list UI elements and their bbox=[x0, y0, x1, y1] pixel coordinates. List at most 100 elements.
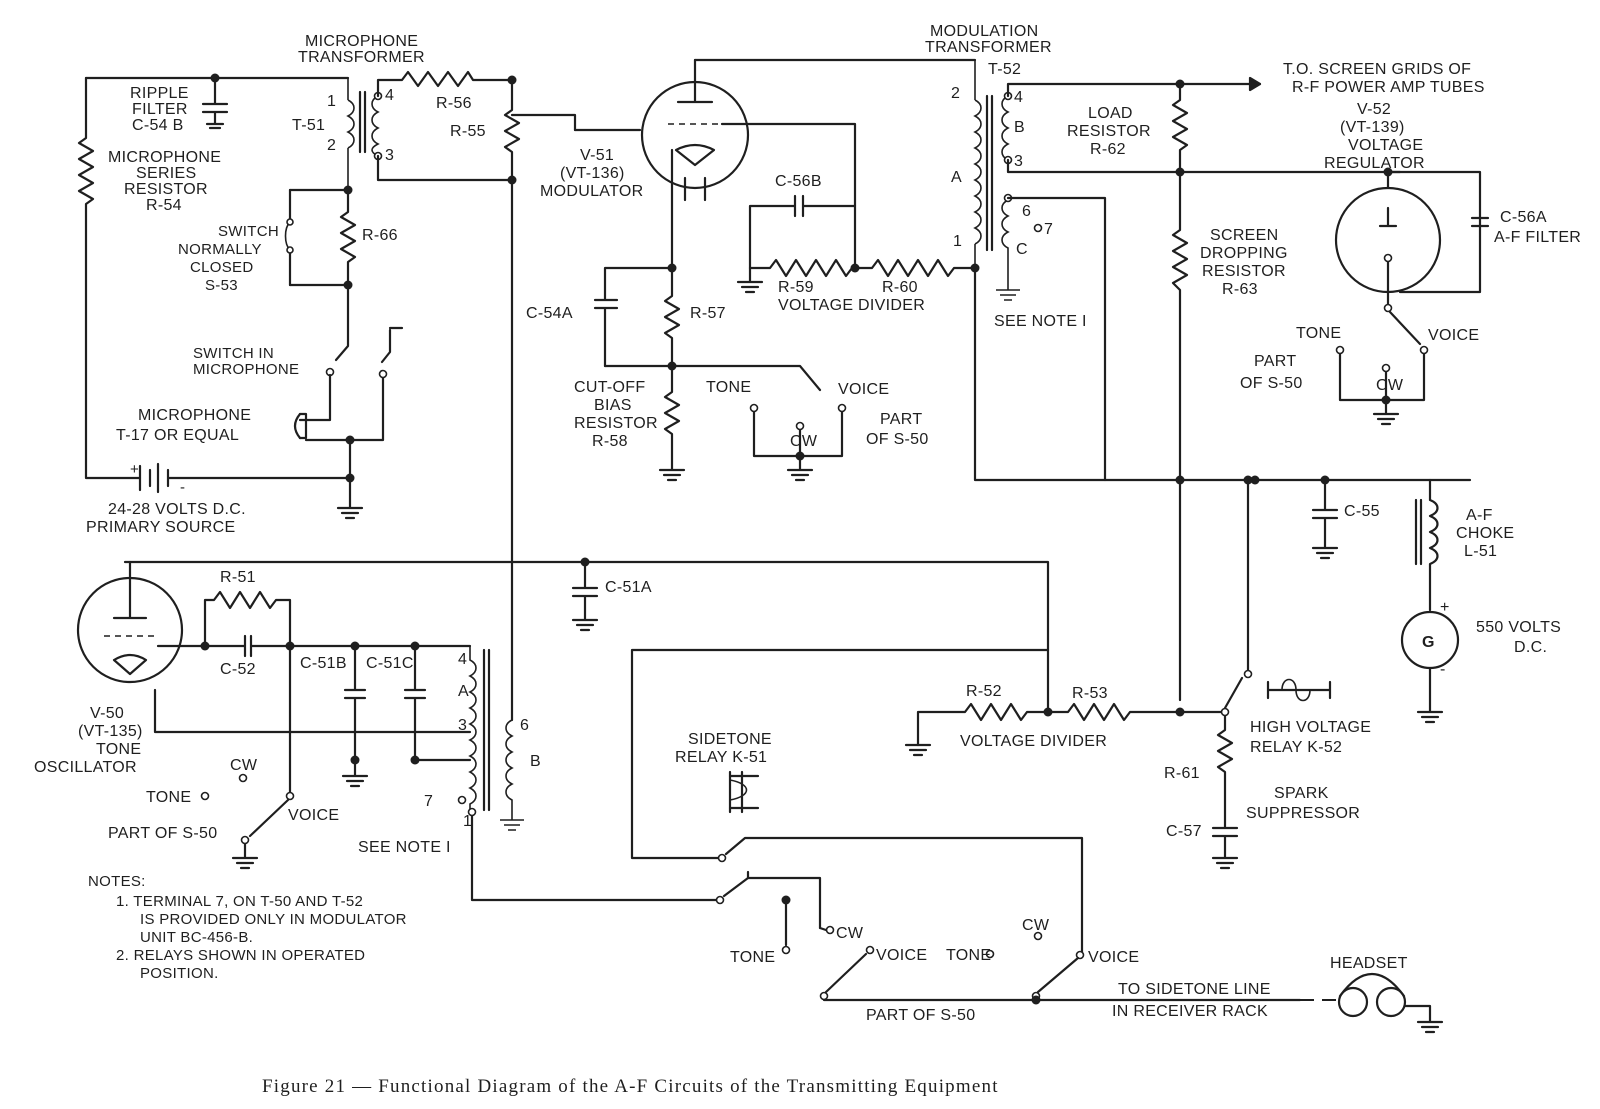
v50-tone-oscillator: 4 A 3 6 B 7 1 bbox=[76, 557, 722, 902]
minus-sign: - bbox=[1440, 661, 1446, 678]
label-v52: V-52 bbox=[1357, 101, 1391, 118]
label-hv-relay: HIGH VOLTAGE bbox=[1250, 719, 1371, 736]
label-part-s50: PART bbox=[880, 411, 922, 428]
label-t52: T-52 bbox=[988, 61, 1021, 78]
label-tone: TONE bbox=[946, 947, 991, 964]
plus-sign: + bbox=[1440, 599, 1450, 616]
label-c52: C-52 bbox=[220, 661, 256, 678]
headset-icon bbox=[1337, 986, 1369, 1018]
label-r53: R-53 bbox=[1072, 685, 1108, 702]
label-mic-transformer: MICROPHONE bbox=[305, 33, 418, 50]
label-v52: REGULATOR bbox=[1324, 155, 1425, 172]
label-voice: VOICE bbox=[288, 807, 339, 824]
label-550-volts: D.C. bbox=[1514, 639, 1547, 656]
t51-pin-2: 2 bbox=[327, 137, 336, 154]
label-af-choke: A-F bbox=[1466, 507, 1493, 524]
t52-pin-2: 2 bbox=[951, 85, 960, 102]
label-load-resistor: LOAD bbox=[1088, 105, 1133, 122]
label-v50: TONE bbox=[96, 741, 141, 758]
label-sidetone-line: TO SIDETONE LINE bbox=[1118, 981, 1271, 998]
note-1: 1. TERMINAL 7, ON T-50 AND T-52 bbox=[116, 893, 363, 910]
label-switch-nc: S-53 bbox=[205, 277, 238, 294]
label-voice: VOICE bbox=[838, 381, 889, 398]
label-mic-series: MICROPHONE bbox=[108, 149, 221, 166]
minus-sign: - bbox=[180, 479, 185, 496]
label-switch-nc: CLOSED bbox=[190, 259, 254, 276]
labels: MICROPHONE TRANSFORMER RIPPLE FILTER C-5… bbox=[34, 23, 1581, 1097]
label-tone: TONE bbox=[146, 789, 191, 806]
label-switch-mic: MICROPHONE bbox=[193, 361, 299, 378]
label-part-s50: PART bbox=[1254, 353, 1296, 370]
label-r66: R-66 bbox=[362, 227, 398, 244]
t52-pin-4: 4 bbox=[1014, 89, 1023, 106]
label-tone: TONE bbox=[1296, 325, 1341, 342]
label-ripple: FILTER bbox=[132, 101, 188, 118]
t52-pin-6: 6 bbox=[1022, 203, 1031, 220]
label-switch-nc: NORMALLY bbox=[178, 241, 262, 258]
label-sidetone-relay: RELAY K-51 bbox=[675, 749, 767, 766]
t50-pin-b: B bbox=[530, 753, 541, 770]
label-af-choke: L-51 bbox=[1464, 543, 1497, 560]
label-r56: R-56 bbox=[436, 95, 472, 112]
label-primary-source: 24-28 VOLTS D.C. bbox=[108, 501, 246, 518]
label-screen-dropping: SCREEN bbox=[1210, 227, 1278, 244]
label-r51: R-51 bbox=[220, 569, 256, 586]
label-c56b: C-56B bbox=[775, 173, 822, 190]
notes-title: NOTES: bbox=[88, 873, 146, 890]
t52-pin-c: C bbox=[1016, 241, 1028, 258]
label-microphone: MICROPHONE bbox=[138, 407, 251, 424]
t50-pin-4: 4 bbox=[458, 651, 467, 668]
label-c51c: C-51C bbox=[366, 655, 414, 672]
label-sidetone-line: IN RECEIVER RACK bbox=[1112, 1003, 1268, 1020]
label-cutoff: R-58 bbox=[592, 433, 628, 450]
t52-pin-a: A bbox=[951, 169, 962, 186]
plus-sign: + bbox=[130, 461, 139, 478]
label-switch-nc: SWITCH bbox=[218, 223, 279, 240]
label-see-note: SEE NOTE I bbox=[994, 313, 1087, 330]
label-screen-dropping: R-63 bbox=[1222, 281, 1258, 298]
label-r61: R-61 bbox=[1164, 765, 1200, 782]
sidetone-circuit bbox=[630, 648, 1444, 1034]
label-voice: VOICE bbox=[1428, 327, 1479, 344]
label-v51: (VT-136) bbox=[560, 165, 625, 182]
label-v51: MODULATOR bbox=[540, 183, 643, 200]
label-c51a: C-51A bbox=[605, 579, 652, 596]
t51-pin-1: 1 bbox=[327, 93, 336, 110]
label-cw: CW bbox=[836, 925, 864, 942]
microphone-circuit: + - 1 2 4 3 bbox=[77, 70, 521, 722]
note-1: IS PROVIDED ONLY IN MODULATOR bbox=[140, 911, 407, 928]
label-voice: VOICE bbox=[1088, 949, 1139, 966]
label-c55: C-55 bbox=[1344, 503, 1380, 520]
label-550-volts: 550 VOLTS bbox=[1476, 619, 1561, 636]
t50-pin-1: 1 bbox=[463, 813, 472, 830]
t50-pin-a: A bbox=[458, 683, 469, 700]
label-cutoff: CUT-OFF bbox=[574, 379, 645, 396]
label-voltage-divider: VOLTAGE DIVIDER bbox=[778, 297, 925, 314]
label-mic-transformer: TRANSFORMER bbox=[298, 49, 425, 66]
t52-pin-3: 3 bbox=[1014, 153, 1023, 170]
label-screen-dropping: RESISTOR bbox=[1202, 263, 1286, 280]
label-r59: R-59 bbox=[778, 279, 814, 296]
label-cw: CW bbox=[1376, 377, 1404, 394]
label-af-choke: CHOKE bbox=[1456, 525, 1514, 542]
label-mic-series: SERIES bbox=[136, 165, 197, 182]
note-2: 2. RELAYS SHOWN IN OPERATED bbox=[116, 947, 365, 964]
label-mod-transformer: TRANSFORMER bbox=[925, 39, 1052, 56]
label-c56a: C-56A bbox=[1500, 209, 1547, 226]
t52-pin-b: B bbox=[1014, 119, 1025, 136]
label-voltage-divider: VOLTAGE DIVIDER bbox=[960, 733, 1107, 750]
t51-pin-4: 4 bbox=[385, 87, 394, 104]
label-af-filter: A-F FILTER bbox=[1494, 229, 1581, 246]
label-r55: R-55 bbox=[450, 123, 486, 140]
label-load-resistor: R-62 bbox=[1090, 141, 1126, 158]
label-hv-relay: RELAY K-52 bbox=[1250, 739, 1342, 756]
v51-modulator bbox=[510, 58, 977, 482]
label-spark-suppressor: SPARK bbox=[1274, 785, 1329, 802]
note-2: POSITION. bbox=[140, 965, 219, 982]
label-screen-dropping: DROPPING bbox=[1200, 245, 1288, 262]
t50-pin-7: 7 bbox=[424, 793, 433, 810]
label-r60: R-60 bbox=[882, 279, 918, 296]
label-v52: VOLTAGE bbox=[1348, 137, 1423, 154]
